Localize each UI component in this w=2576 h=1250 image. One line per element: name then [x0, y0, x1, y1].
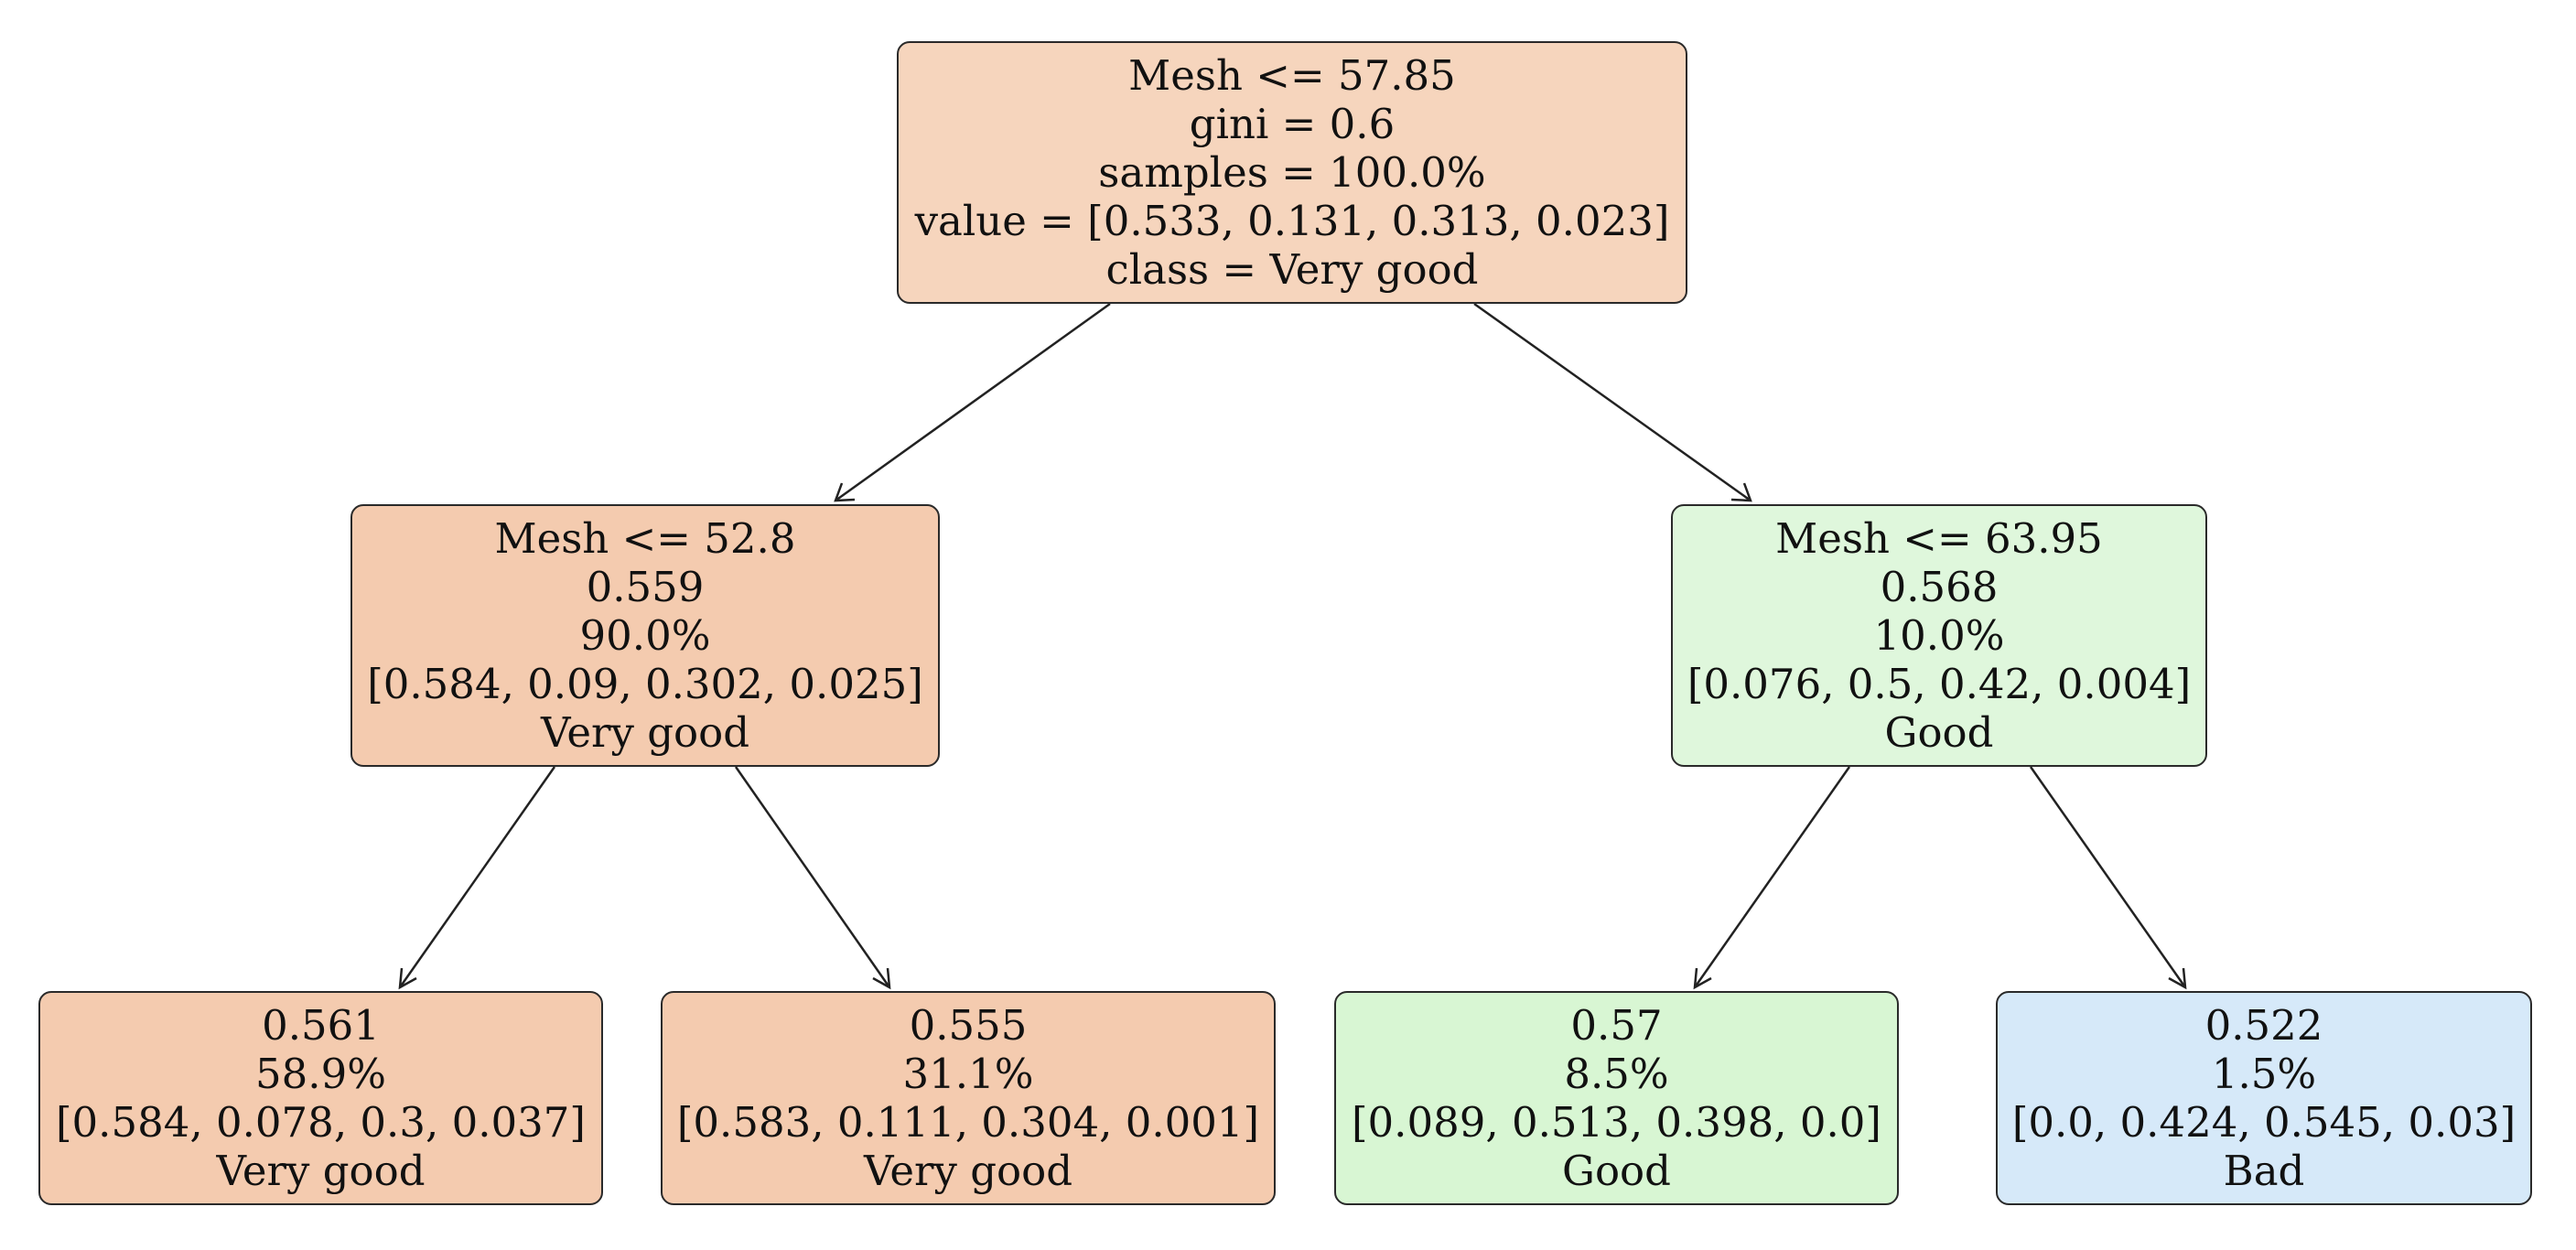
node-left-value: [0.584, 0.09, 0.302, 0.025]	[367, 660, 923, 708]
edge-left-leftleft	[398, 766, 556, 988]
arrowhead-right-rightleft	[1693, 967, 1712, 990]
leaf-left-left-value: [0.584, 0.078, 0.3, 0.037]	[56, 1098, 586, 1147]
node-root-split: Mesh <= 57.85	[1128, 51, 1456, 100]
node-right-value: [0.076, 0.5, 0.42, 0.004]	[1687, 660, 2192, 708]
leaf-left-left-samples: 58.9%	[255, 1050, 386, 1098]
leaf-left-left-gini: 0.561	[262, 1001, 380, 1050]
edge-root-left	[835, 302, 1111, 502]
leaf-left-right: 0.555 31.1% [0.583, 0.111, 0.304, 0.001]…	[661, 991, 1276, 1205]
leaf-right-right: 0.522 1.5% [0.0, 0.424, 0.545, 0.03] Bad	[1996, 991, 2532, 1205]
arrowhead-root-left	[834, 482, 856, 502]
node-left-split: Mesh <= 52.8	[494, 514, 796, 563]
leaf-left-right-gini: 0.555	[909, 1001, 1028, 1050]
node-root-class: class = Very good	[1105, 245, 1479, 294]
arrowhead-right-rightright	[2168, 967, 2187, 990]
node-left-class: Very good	[540, 708, 750, 757]
node-left: Mesh <= 52.8 0.559 90.0% [0.584, 0.09, 0…	[350, 504, 940, 767]
node-left-gini: 0.559	[586, 563, 705, 611]
leaf-right-left-gini: 0.57	[1570, 1001, 1663, 1050]
node-right: Mesh <= 63.95 0.568 10.0% [0.076, 0.5, 0…	[1671, 504, 2207, 767]
edge-left-leftright	[734, 766, 891, 988]
node-right-class: Good	[1884, 708, 1994, 757]
leaf-right-left-samples: 8.5%	[1564, 1050, 1669, 1098]
node-root-value: value = [0.533, 0.131, 0.313, 0.023]	[914, 197, 1670, 245]
node-left-samples: 90.0%	[579, 611, 711, 660]
arrowhead-left-leftleft	[398, 967, 417, 990]
node-root-gini: gini = 0.6	[1189, 100, 1396, 148]
leaf-left-left-class: Very good	[216, 1147, 426, 1195]
edge-right-rightleft	[1693, 766, 1851, 988]
leaf-left-right-class: Very good	[863, 1147, 1073, 1195]
node-right-samples: 10.0%	[1873, 611, 2005, 660]
node-right-gini: 0.568	[1880, 563, 1999, 611]
arrowhead-left-leftright	[872, 967, 891, 990]
leaf-right-right-class: Bad	[2223, 1147, 2305, 1195]
leaf-right-right-value: [0.0, 0.424, 0.545, 0.03]	[2011, 1098, 2517, 1147]
leaf-right-right-samples: 1.5%	[2211, 1050, 2317, 1098]
leaf-right-right-gini: 0.522	[2204, 1001, 2323, 1050]
arrowhead-root-right	[1730, 482, 1752, 502]
leaf-right-left: 0.57 8.5% [0.089, 0.513, 0.398, 0.0] Goo…	[1334, 991, 1899, 1205]
leaf-left-right-samples: 31.1%	[902, 1050, 1034, 1098]
leaf-right-left-value: [0.089, 0.513, 0.398, 0.0]	[1352, 1098, 1881, 1147]
node-root: Mesh <= 57.85 gini = 0.6 samples = 100.0…	[897, 41, 1687, 304]
node-right-split: Mesh <= 63.95	[1775, 514, 2103, 563]
leaf-right-left-class: Good	[1562, 1147, 1671, 1195]
leaf-left-right-value: [0.583, 0.111, 0.304, 0.001]	[676, 1098, 1260, 1147]
leaf-left-left: 0.561 58.9% [0.584, 0.078, 0.3, 0.037] V…	[38, 991, 603, 1205]
node-root-samples: samples = 100.0%	[1098, 148, 1486, 197]
edge-root-right	[1473, 302, 1751, 502]
edge-right-rightright	[2029, 766, 2187, 988]
